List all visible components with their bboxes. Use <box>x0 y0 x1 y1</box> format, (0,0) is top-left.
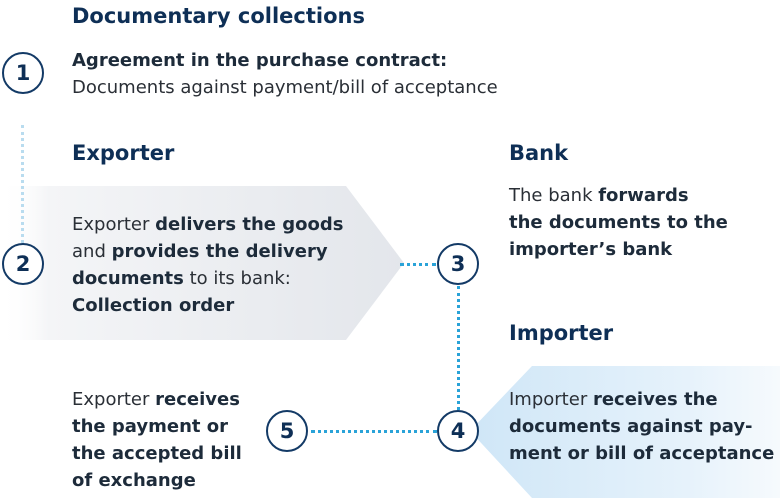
connector-3-4 <box>457 286 460 410</box>
page-title: Documentary collections <box>72 4 365 28</box>
step-1-text: Agreement in the purchase contract: Docu… <box>72 47 498 101</box>
step-5-text: Exporter receives the payment or the acc… <box>72 386 242 494</box>
step-2-plain: Exporter <box>72 214 156 235</box>
step-2-bold: Collection order <box>72 295 235 316</box>
step-2-plain: to its bank: <box>183 268 291 289</box>
connector-4-5 <box>311 430 437 433</box>
step-1-badge: 1 <box>2 52 44 94</box>
connector-1-2 <box>21 125 24 243</box>
step-5-bold: of exchange <box>72 470 196 491</box>
step-4-bold: ment or bill of acceptance <box>509 443 775 464</box>
connector-2-3 <box>400 263 436 266</box>
step-4-badge: 4 <box>437 410 479 452</box>
importer-heading: Importer <box>509 321 614 345</box>
step-2-badge: 2 <box>2 243 44 285</box>
step-4-text: Importer receives the documents against … <box>509 386 774 467</box>
exporter-panel <box>0 186 404 340</box>
step-3-bold: importer’s bank <box>509 239 673 260</box>
step-2-text: Exporter delivers the goods and provides… <box>72 211 343 319</box>
exporter-heading: Exporter <box>72 141 175 165</box>
step-5-bold: receives <box>155 389 240 410</box>
importer-panel <box>470 366 780 498</box>
step-4-bold: documents against pay- <box>509 416 753 437</box>
step-3-text: The bank forwards the documents to the i… <box>509 182 728 263</box>
step-4-bold: receives the <box>592 389 718 410</box>
step-2-bold: documents <box>72 268 184 289</box>
step-2-plain: and <box>72 241 112 262</box>
step-2-bold: provides the delivery <box>111 241 328 262</box>
step-5-bold: the payment or <box>72 416 228 437</box>
step-3-plain: The bank <box>509 185 599 206</box>
step-5-plain: Exporter <box>72 389 156 410</box>
step-1-bold: Agreement in the purchase contract: <box>72 50 448 71</box>
step-5-bold: the accepted bill <box>72 443 242 464</box>
step-3-badge: 3 <box>437 243 479 285</box>
step-5-badge: 5 <box>266 410 308 452</box>
step-1-detail: Documents against payment/bill of accept… <box>72 77 498 98</box>
step-3-bold: the documents to the <box>509 212 728 233</box>
bank-heading: Bank <box>509 141 569 165</box>
step-4-plain: Importer <box>509 389 593 410</box>
step-2-bold: delivers the goods <box>155 214 344 235</box>
step-3-bold: forwards <box>598 185 689 206</box>
